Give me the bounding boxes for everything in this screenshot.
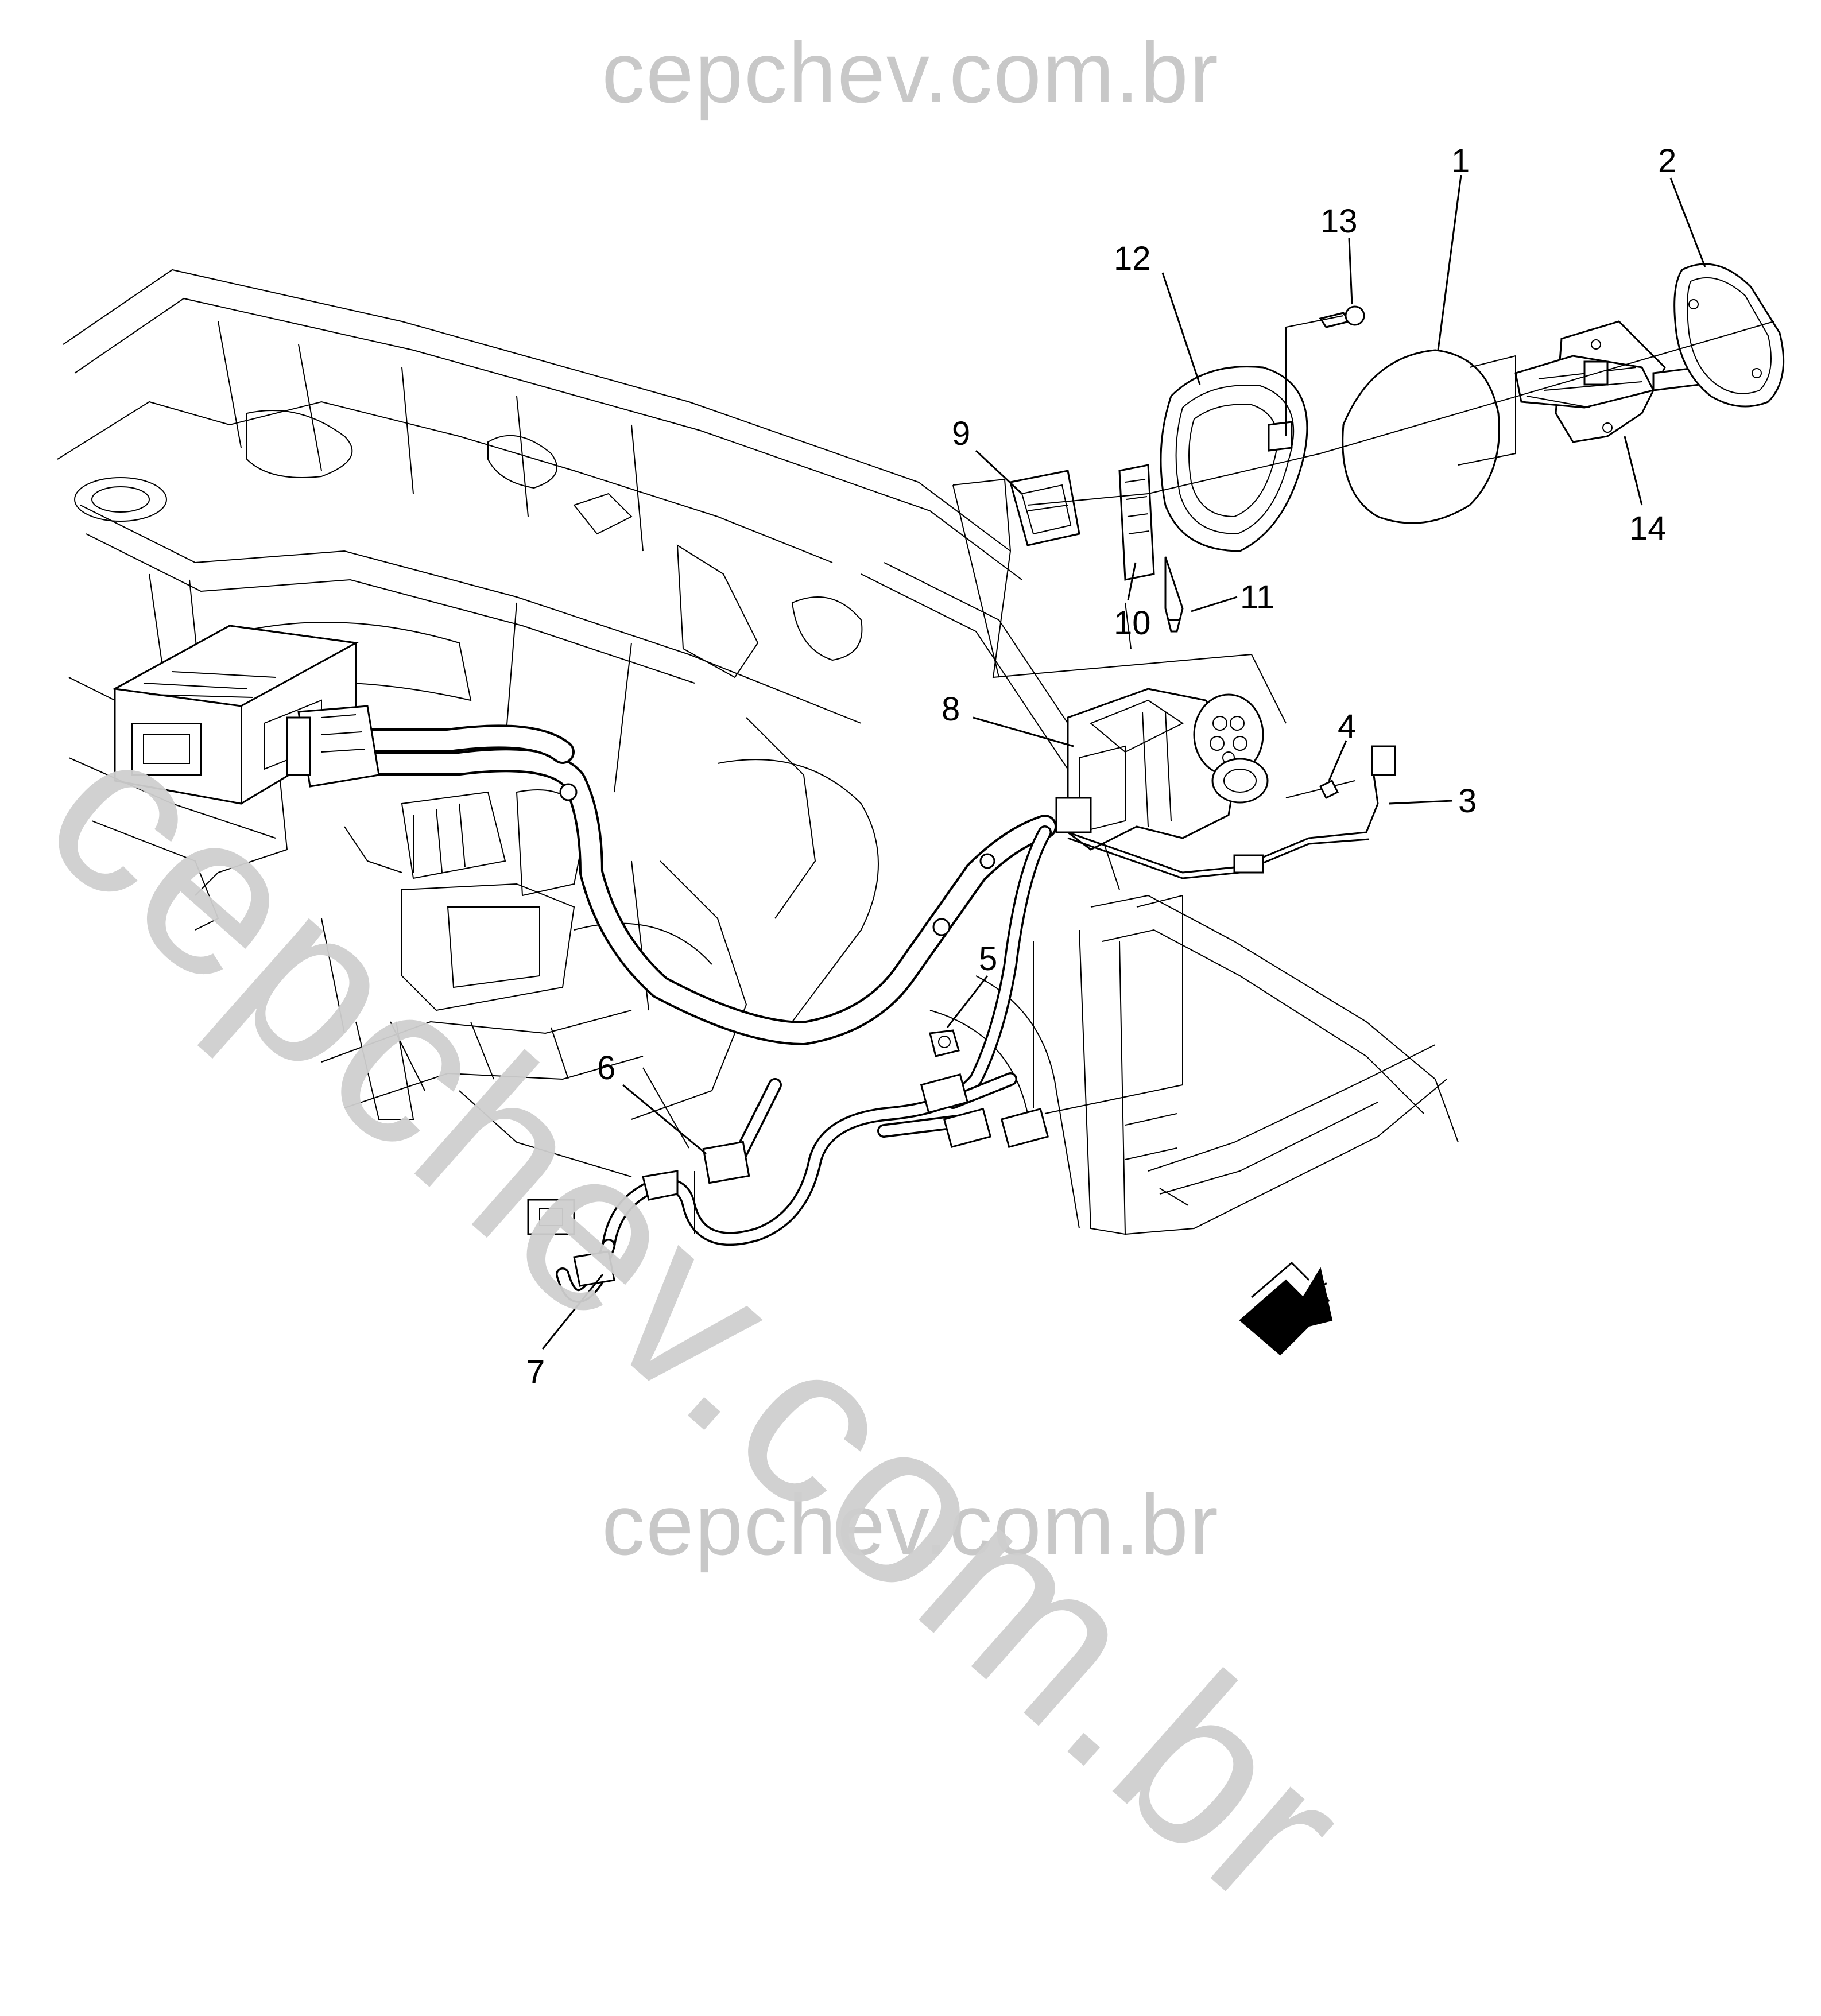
callout-11: 11: [1240, 579, 1274, 616]
charge-port-pocket: [1118, 366, 1308, 581]
callout-4: 4: [1338, 708, 1356, 745]
charge-port-door: [1342, 349, 1500, 524]
front-arrow-icon: [1239, 1267, 1333, 1356]
fasteners: [929, 779, 1339, 1057]
exploded-view-drawing: 1 2 3 4 5 6 7 8 9 10 11 12 13 14 FRT: [57, 142, 1785, 1391]
callout-5: 5: [979, 940, 997, 978]
bolt-13: [1319, 305, 1365, 328]
callout-1: 1: [1451, 142, 1470, 180]
callout-9: 9: [952, 415, 970, 452]
bracket-9: [1009, 470, 1080, 546]
explosion-lines: [694, 315, 1774, 1234]
callout-10: 10: [1114, 604, 1151, 642]
callout-labels: 1 2 3 4 5 6 7 8 9 10 11 12 13 14: [526, 142, 1676, 1391]
watermark-top: cepchev.com.br: [602, 24, 1219, 121]
callout-2: 2: [1658, 142, 1676, 180]
callout-6: 6: [597, 1049, 615, 1087]
callout-7: 7: [526, 1354, 545, 1391]
callout-13: 13: [1320, 203, 1358, 240]
callout-12: 12: [1114, 240, 1151, 277]
hv-cable-harness: [286, 705, 1057, 1045]
door-hinge-14: [1514, 320, 1700, 443]
charge-port-housing: [1055, 688, 1269, 851]
callout-3: 3: [1458, 782, 1477, 820]
lv-harness: [527, 825, 1052, 1303]
door-seal-2: [1673, 263, 1785, 408]
callout-8: 8: [942, 691, 960, 728]
diagram-stage: cepchev.com.br cepchev.com.br: [0, 24, 1785, 1956]
leader-lines: [541, 175, 1706, 1350]
harness-lead-3: [1067, 745, 1396, 879]
callout-14: 14: [1629, 510, 1667, 547]
front-direction-indicator: FRT: [1239, 1261, 1339, 1356]
watermark-bottom: cepchev.com.br: [602, 1476, 1219, 1573]
